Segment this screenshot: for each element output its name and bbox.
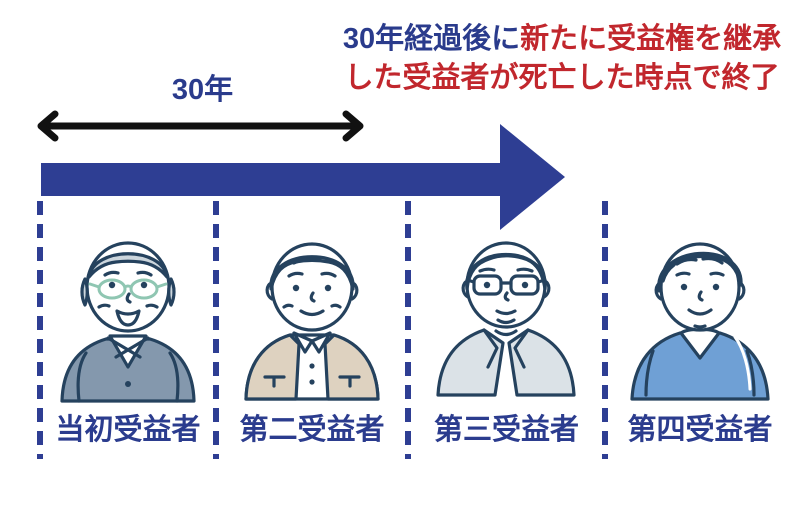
beneficiary-label-4: 第四受益者	[627, 414, 773, 446]
headline-line-2: した受益者が死亡した時点で終了	[344, 62, 780, 94]
elderly-man-icon	[60, 241, 196, 403]
man-glasses-jacket-icon	[436, 241, 576, 397]
duration-span-arrow-icon	[37, 110, 364, 142]
divider-dashed-line-2	[213, 201, 219, 459]
duration-label: 30年	[171, 74, 234, 106]
timeline-arrow-icon	[41, 124, 565, 230]
young-man-sweater-icon	[630, 242, 770, 401]
headline-line1-red-text: 新たに受益権を継承	[520, 23, 782, 55]
beneficiary-label-2: 第二受益者	[239, 414, 385, 446]
divider-dashed-line-4	[602, 201, 608, 459]
headline-line-1: 30年経過後に新たに受益権を継承	[330, 20, 794, 59]
headline: 30年経過後に新たに受益権を継承 した受益者が死亡した時点で終了	[330, 20, 794, 98]
beneficiary-label-3: 第三受益者	[433, 414, 579, 446]
headline-line1-blue-text: 30年経過後に	[342, 23, 521, 55]
beneficiary-label-1: 当初受益者	[55, 414, 201, 446]
divider-dashed-line-1	[37, 201, 43, 459]
divider-dashed-line-3	[405, 201, 411, 459]
senior-man-vest-icon	[244, 242, 380, 401]
